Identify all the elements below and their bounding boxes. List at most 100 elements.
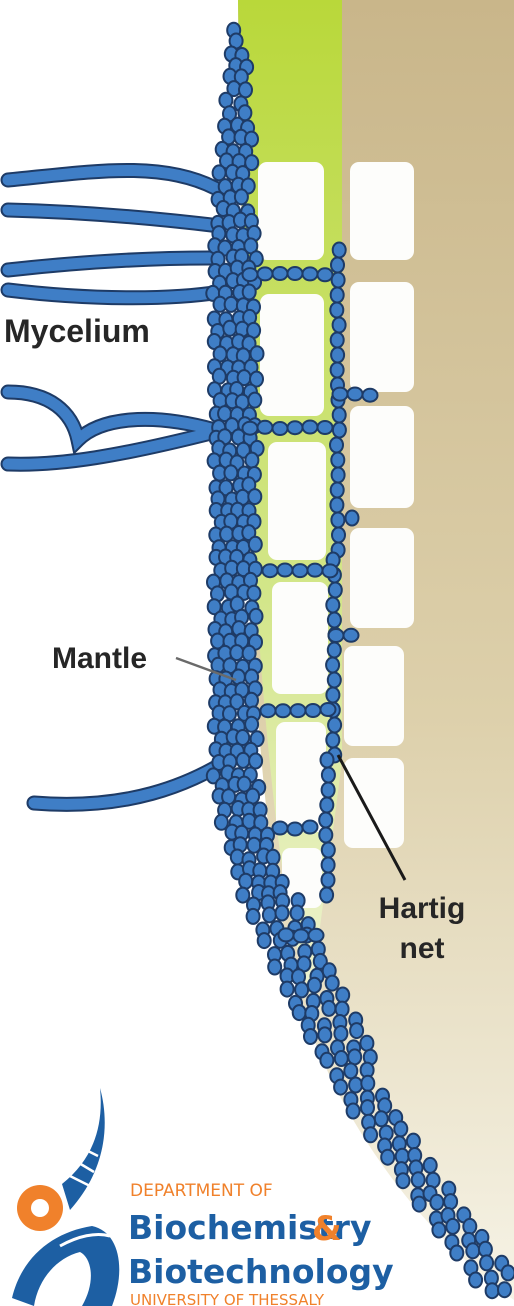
hypha-cell [413, 1197, 426, 1212]
hypha-cell [263, 907, 276, 922]
hypha-cell [276, 704, 291, 717]
hypha-cell [320, 888, 333, 903]
hypha-cell [268, 960, 281, 975]
hypha-cell [258, 421, 273, 434]
hypha-cell [486, 1283, 499, 1298]
hypha-cell [332, 468, 345, 483]
hypha-cell [243, 285, 256, 300]
hypha-cell [273, 422, 288, 435]
hypha-cell [466, 1243, 479, 1258]
hypha-cell [331, 483, 344, 498]
hypha-cell [288, 267, 303, 280]
hypha-cell [329, 629, 344, 642]
hypha-cell [322, 843, 335, 858]
hypha-cell [328, 613, 341, 628]
hypha-cell [288, 823, 303, 836]
hypha-cell [463, 1219, 476, 1234]
hypha-cell [243, 268, 258, 281]
hypha-cell [412, 1172, 425, 1187]
hypha-cell [322, 858, 335, 873]
hypha-cell [344, 629, 359, 642]
hypha-cell [243, 422, 258, 435]
hypha-cell [333, 388, 348, 401]
hypha-cell [319, 828, 332, 843]
hypha-cell [213, 165, 226, 180]
hypha-cell [246, 789, 259, 804]
hypha-cell [281, 982, 294, 997]
hypha-cell [235, 189, 248, 204]
hypha-cell [346, 511, 359, 526]
hypha-cell [432, 1223, 445, 1238]
hypha-cell [375, 1111, 388, 1126]
hypha-cell [288, 421, 303, 434]
hypha-cell [247, 909, 260, 924]
hypha-cell [237, 753, 250, 768]
hypha-cell [273, 822, 288, 835]
hypha-cell [318, 1027, 331, 1042]
hypha-cell [331, 258, 344, 273]
hypha-cell [446, 1219, 459, 1234]
hypha-cell [348, 388, 363, 401]
hypha-cell [303, 267, 318, 280]
hypha-cell [329, 583, 342, 598]
hypha-cell [502, 1265, 514, 1280]
hypha-cell [328, 718, 341, 733]
mycelium-label: Mycelium [4, 313, 150, 349]
hypha-cell [333, 243, 346, 258]
hypha-cell [430, 1195, 443, 1210]
hypha-cell [248, 393, 261, 408]
hypha-cell [326, 658, 339, 673]
hypha-cell [364, 1127, 377, 1142]
hypha-cell [322, 783, 335, 798]
hartig-label-line1: Hartig [379, 892, 466, 925]
hypha-cell [308, 564, 323, 577]
hypha-cell [223, 321, 236, 336]
hypha-cell [469, 1273, 482, 1288]
hypha-cell [293, 564, 308, 577]
hypha-cell [321, 703, 336, 716]
hypha-cell [318, 421, 333, 434]
hypha-cell [344, 1063, 357, 1078]
university-logo: DEPARTMENT OF Biochemistry & Biotechnolo… [12, 1088, 394, 1306]
hypha-cell [350, 1023, 363, 1038]
hypha-cell [407, 1134, 420, 1149]
hypha-cell [303, 821, 318, 834]
hypha-cell [247, 586, 260, 601]
hypha-cell [326, 976, 339, 991]
hypha-cell [291, 906, 304, 921]
hypha-cell [331, 288, 344, 303]
hypha-cell [450, 1246, 463, 1261]
hypha-cell [331, 513, 344, 528]
hypha-cell [424, 1158, 437, 1173]
hypha-cell [332, 273, 345, 288]
hypha-cell [321, 753, 334, 768]
hypha-cell [347, 1104, 360, 1119]
hypha-cell [273, 267, 288, 280]
hypha-cell [332, 528, 345, 543]
hypha-cell [291, 704, 306, 717]
hypha-cell [225, 297, 238, 312]
hypha-cell [330, 438, 343, 453]
hypha-cell [328, 643, 341, 658]
hypha-cell [308, 978, 321, 993]
hypha-cell [306, 704, 321, 717]
hypha-cell [326, 598, 339, 613]
hypha-cell [334, 1026, 347, 1041]
hypha-cell [323, 564, 338, 577]
hypha-cell [236, 730, 249, 745]
hypha-cell [322, 1001, 335, 1016]
hypha-cell [249, 754, 262, 769]
hypha-cell [335, 1051, 348, 1066]
hypha-cell [249, 537, 262, 552]
hypha-cell [330, 498, 343, 513]
hypha-cell [258, 933, 271, 948]
hypha-cell [330, 303, 343, 318]
hypha-cell [331, 333, 344, 348]
hypha-cell [333, 408, 346, 423]
hypha-cell [224, 465, 237, 480]
hypha-cell [361, 1076, 374, 1091]
hypha-cell [331, 453, 344, 468]
hypha-cell [248, 489, 261, 504]
